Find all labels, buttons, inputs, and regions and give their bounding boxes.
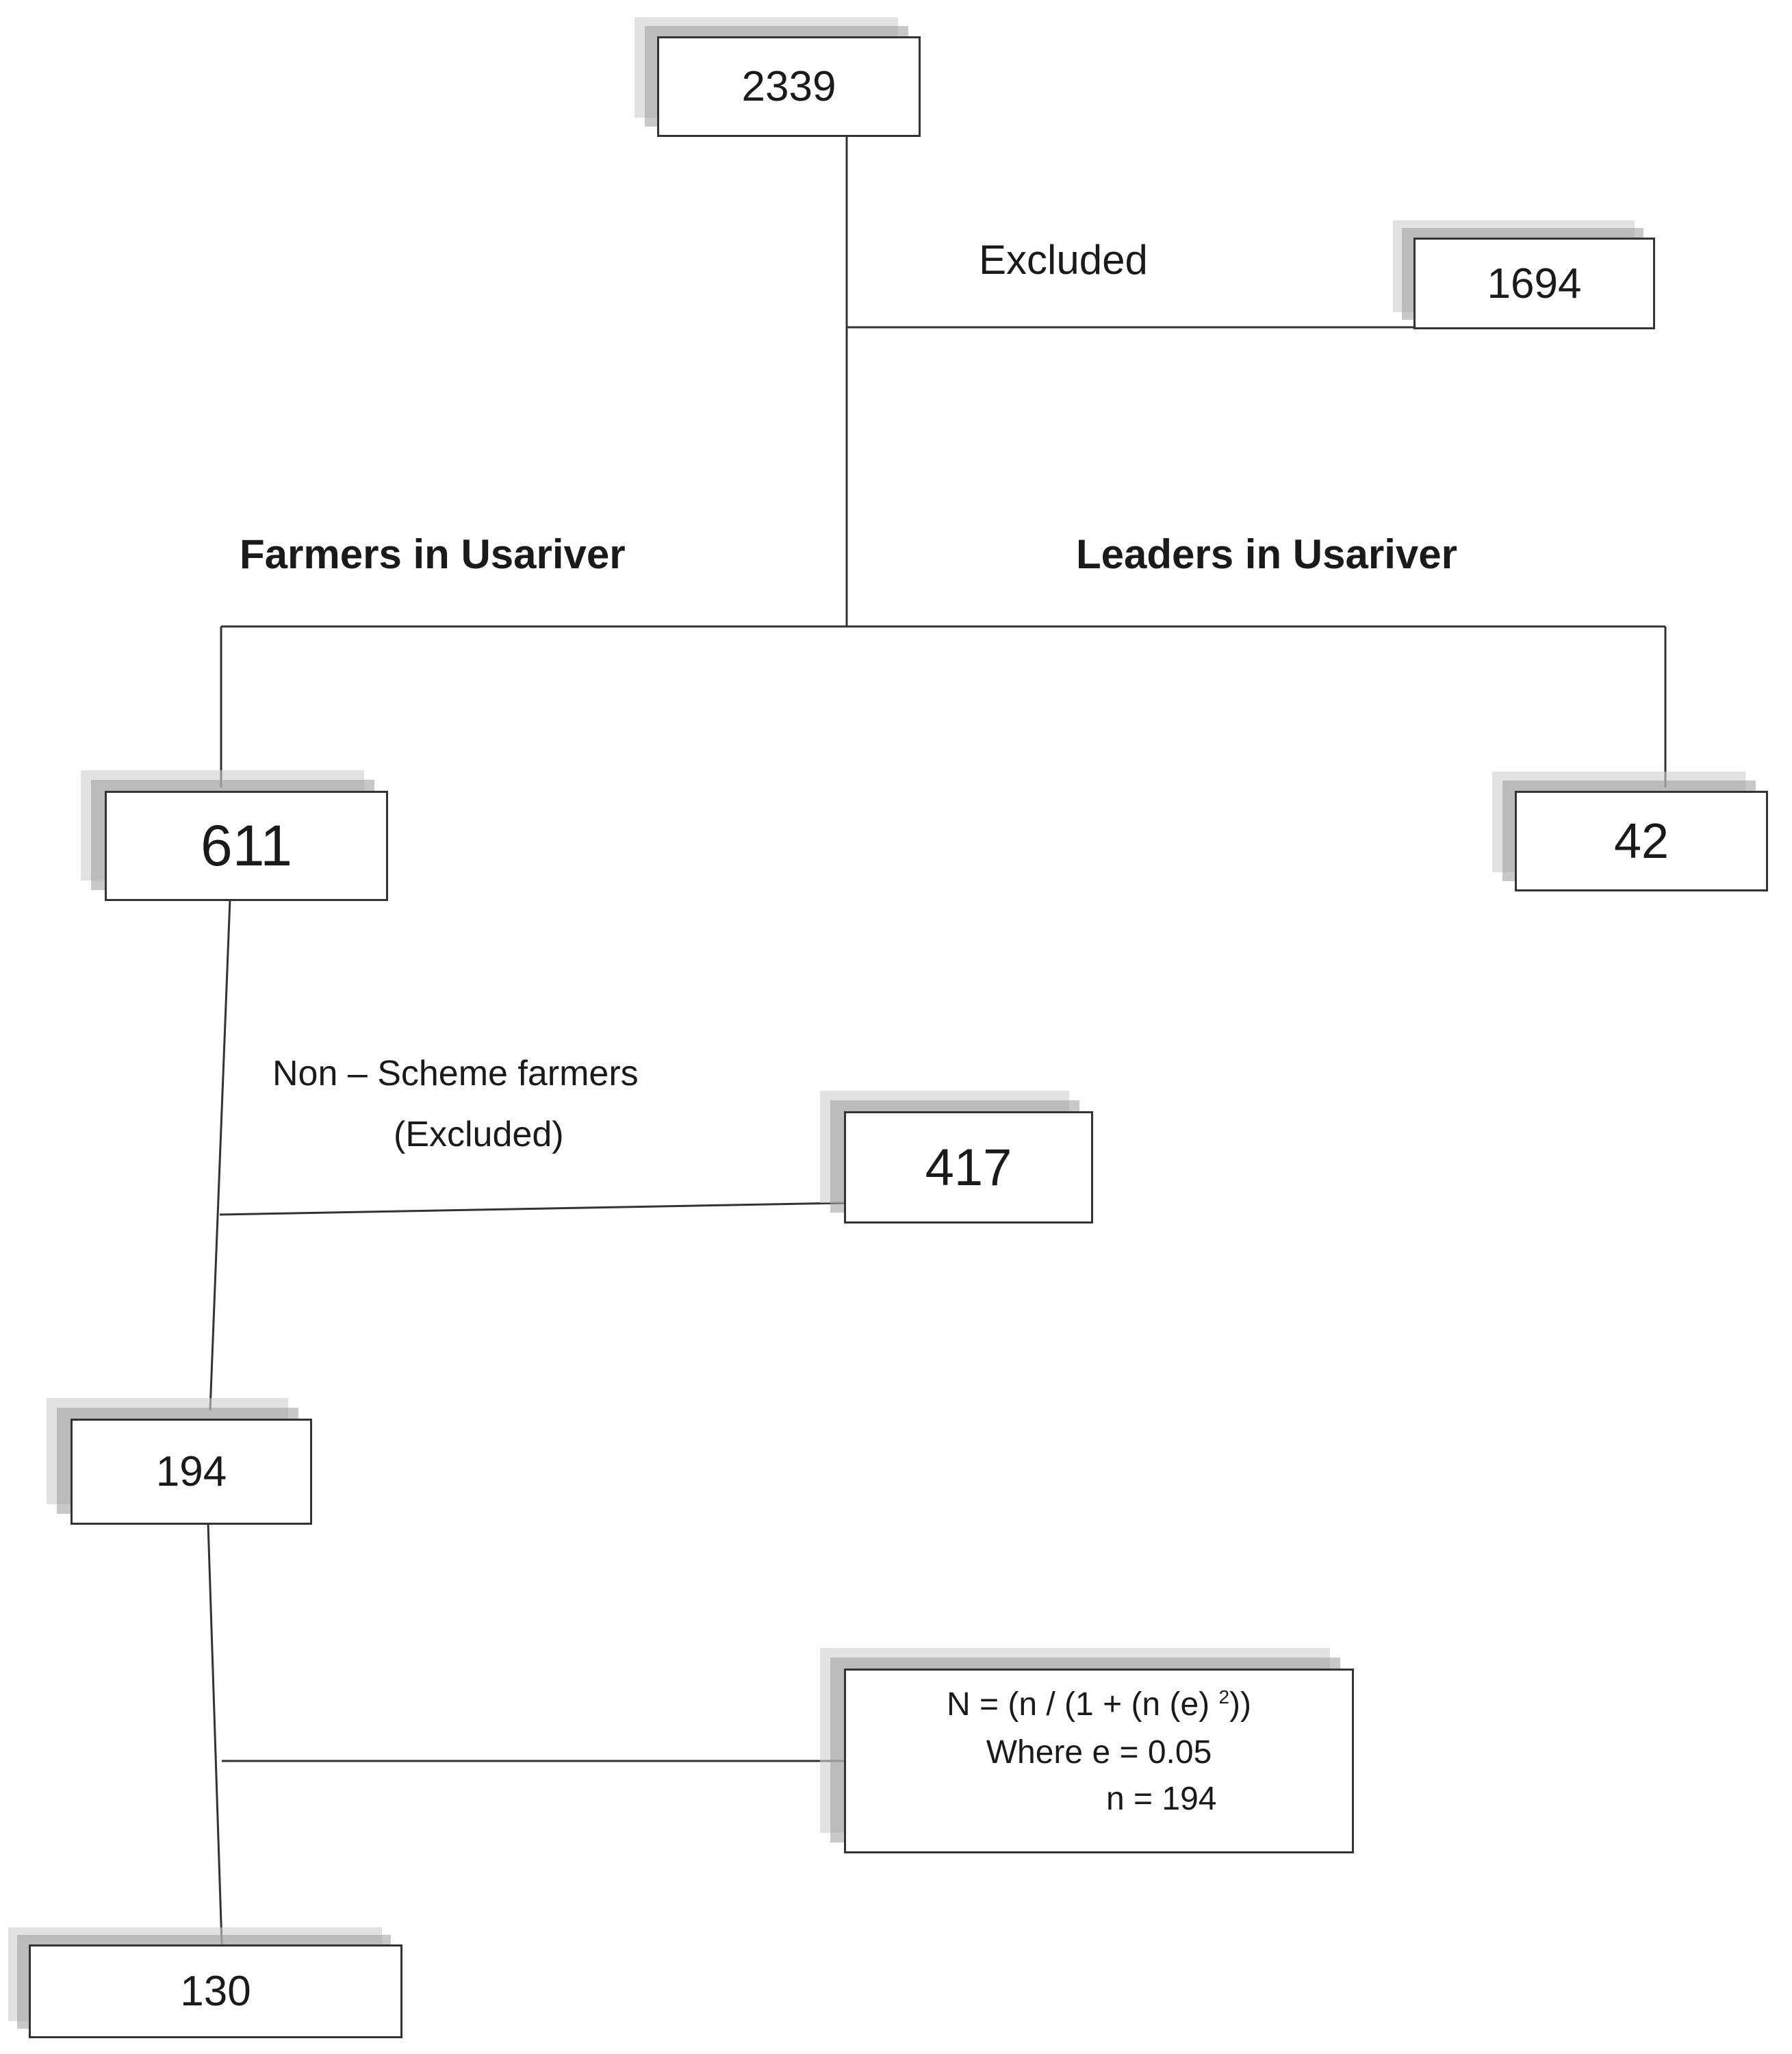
farmers-in-usariver-label: Farmers in Usariver <box>240 531 626 577</box>
formula-n: n = 194 <box>1106 1781 1217 1817</box>
formula-equation-post: )) <box>1229 1686 1251 1723</box>
node-farmers-value: 611 <box>201 813 292 878</box>
connector-farmers-to-scheme <box>209 898 231 1411</box>
node-excluded: 1694 <box>1393 220 1655 329</box>
node-scheme-farmers-value: 194 <box>155 1448 227 1495</box>
node-scheme-farmers-box: 194 <box>71 1419 312 1525</box>
formula-equation-exponent: 2 <box>1218 1686 1230 1708</box>
formula-equation-pre: N = (n / (1 + (n (e) <box>947 1686 1219 1723</box>
node-sample-box: 130 <box>29 1944 402 2038</box>
node-formula-box: N = (n / (1 + (n (e) 2)) Where e = 0.05 … <box>844 1669 1354 1853</box>
node-sample: 130 <box>8 1927 402 2038</box>
node-farmers: 611 <box>81 770 388 901</box>
node-excluded-value: 1694 <box>1487 259 1582 307</box>
node-excluded-box: 1694 <box>1413 238 1655 329</box>
formula-equation: N = (n / (1 + (n (e) 2)) <box>846 1686 1352 1723</box>
excluded-label: Excluded <box>979 237 1148 283</box>
node-leaders-box: 42 <box>1515 791 1768 891</box>
node-non-scheme-value: 417 <box>925 1138 1012 1197</box>
node-non-scheme-box: 417 <box>844 1111 1093 1223</box>
node-leaders-value: 42 <box>1613 813 1669 869</box>
formula-where: Where e = 0.05 <box>986 1734 1212 1771</box>
connector-non-scheme-branch <box>219 1202 845 1216</box>
connector-scheme-to-sample <box>207 1523 223 1945</box>
leaders-in-usariver-label: Leaders in Usariver <box>1076 531 1457 577</box>
node-total: 2339 <box>635 17 921 137</box>
node-formula: N = (n / (1 + (n (e) 2)) Where e = 0.05 … <box>820 1648 1354 1853</box>
node-leaders: 42 <box>1492 772 1768 891</box>
node-total-box: 2339 <box>657 36 921 137</box>
node-total-value: 2339 <box>741 63 836 110</box>
node-non-scheme: 417 <box>820 1091 1093 1223</box>
node-scheme-farmers: 194 <box>47 1398 312 1525</box>
node-sample-value: 130 <box>180 1968 251 2015</box>
non-scheme-label-line1: Non – Scheme farmers <box>272 1054 639 1093</box>
non-scheme-label-line2: (Excluded) <box>394 1115 564 1154</box>
node-farmers-box: 611 <box>105 791 388 901</box>
